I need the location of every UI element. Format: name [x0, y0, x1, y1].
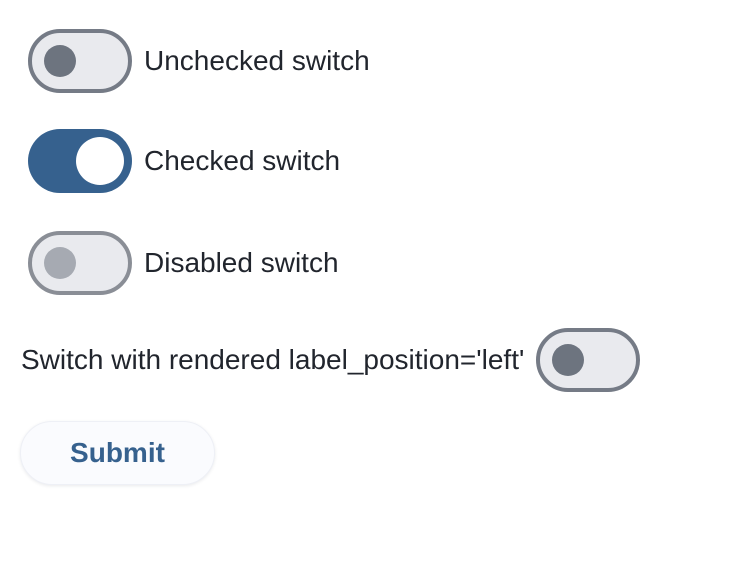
checked-switch-label: Checked switch [144, 145, 341, 177]
switch-thumb [44, 247, 76, 279]
unchecked-switch-label: Unchecked switch [144, 45, 370, 77]
disabled-switch-toggle [28, 231, 132, 295]
submit-button[interactable]: Submit [20, 421, 215, 485]
left-label-switch-toggle[interactable] [536, 328, 641, 392]
switch-thumb [552, 344, 585, 376]
switch-thumb [76, 137, 124, 185]
left-label-switch-label: Switch with rendered label_position='lef… [21, 344, 525, 376]
unchecked-switch-toggle[interactable] [28, 29, 132, 93]
switch-row-unchecked: Unchecked switch [28, 29, 370, 93]
switch-row-disabled: Disabled switch [28, 231, 339, 295]
switch-row-left-label: Switch with rendered label_position='lef… [21, 328, 641, 392]
switch-thumb [44, 45, 76, 77]
checked-switch-toggle[interactable] [28, 129, 132, 193]
disabled-switch-label: Disabled switch [144, 247, 339, 279]
switch-row-checked: Checked switch [28, 129, 340, 193]
